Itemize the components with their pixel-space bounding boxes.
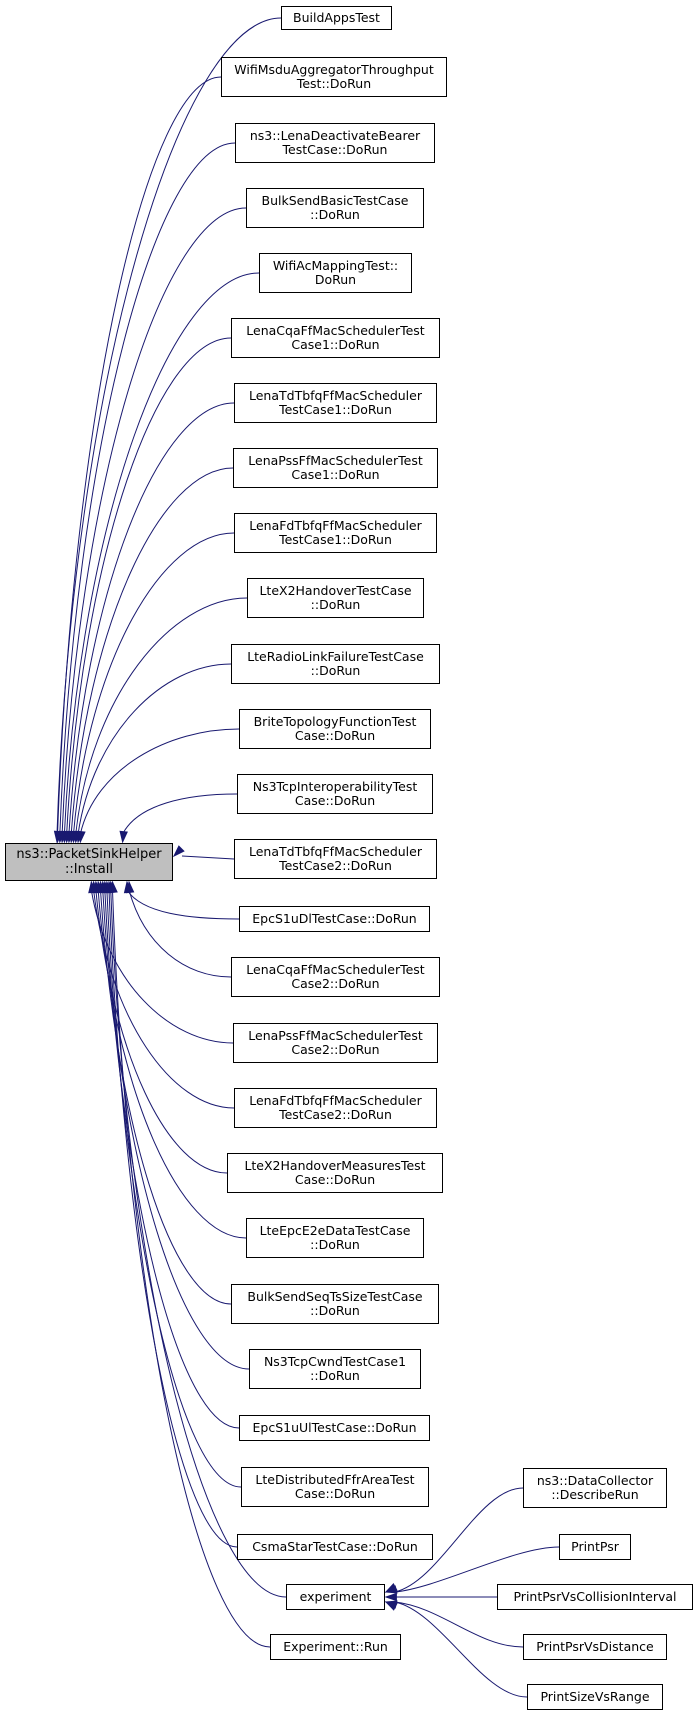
node-epc-s1u-dl-test-case-dorun[interactable]: EpcS1uDlTestCase::DoRun xyxy=(239,906,430,932)
node-ns3-tcp-cwnd-test-case1-dorun[interactable]: Ns3TcpCwndTestCase1 ::DoRun xyxy=(249,1349,421,1389)
node-lena-cqa-ff-mac-scheduler-test-case2-dorun[interactable]: LenaCqaFfMacSchedulerTest Case2::DoRun xyxy=(231,957,440,997)
node-label: PrintPsrVsDistance xyxy=(536,1639,654,1654)
experiment-caller-edge xyxy=(394,1487,524,1593)
node-ns3-tcp-interoperability-test-case-dorun[interactable]: Ns3TcpInteroperabilityTest Case::DoRun xyxy=(237,774,433,814)
node-label: Ns3TcpCwndTestCase1 ::DoRun xyxy=(263,1354,407,1383)
node-bulk-send-basic-test-case-dorun[interactable]: BulkSendBasicTestCase ::DoRun xyxy=(246,188,424,228)
caller-edge xyxy=(128,889,232,978)
node-label: PrintPsrVsCollisionInterval xyxy=(513,1589,677,1604)
caller-edge xyxy=(104,889,240,1429)
arrow-head xyxy=(109,880,118,894)
node-lena-cqa-ff-mac-scheduler-test-case1-dorun[interactable]: LenaCqaFfMacSchedulerTest Case1::DoRun xyxy=(231,318,440,358)
node-label: LenaPssFfMacSchedulerTest Case2::DoRun xyxy=(248,1028,423,1057)
node-label: EpcS1uDlTestCase::DoRun xyxy=(252,911,417,926)
node-label: experiment xyxy=(299,1589,372,1604)
node-build-apps-test[interactable]: BuildAppsTest xyxy=(281,6,392,30)
caller-edge xyxy=(61,207,247,835)
node-wifi-ac-mapping-test-dorun[interactable]: WifiAcMappingTest:: DoRun xyxy=(259,253,412,293)
node-label: PrintSizeVsRange xyxy=(540,1689,650,1704)
node-label: LteEpcE2eDataTestCase ::DoRun xyxy=(259,1223,411,1252)
node-lena-td-tbfq-ff-mac-scheduler-test-case2-dorun[interactable]: LenaTdTbfqFfMacScheduler TestCase2::DoRu… xyxy=(234,839,437,879)
arrow-head xyxy=(125,880,135,894)
node-label: LteRadioLinkFailureTestCase ::DoRun xyxy=(247,649,424,678)
node-label: ns3::LenaDeactivateBearer TestCase::DoRu… xyxy=(249,128,421,157)
node-label: Ns3TcpInteroperabilityTest Case::DoRun xyxy=(252,779,418,808)
caller-edge xyxy=(72,532,235,835)
node-data-collector-describe-run[interactable]: ns3::DataCollector ::DescribeRun xyxy=(523,1468,667,1508)
experiment-caller-edge xyxy=(394,1601,524,1648)
node-print-psr-vs-collision-interval[interactable]: PrintPsrVsCollisionInterval xyxy=(497,1584,693,1610)
node-label: EpcS1uUlTestCase::DoRun xyxy=(252,1420,417,1435)
node-label: LenaFdTbfqFfMacScheduler TestCase1::DoRu… xyxy=(249,518,422,547)
caller-edge xyxy=(70,467,234,835)
node-lena-pss-ff-mac-scheduler-test-case2-dorun[interactable]: LenaPssFfMacSchedulerTest Case2::DoRun xyxy=(233,1023,438,1063)
caller-edge xyxy=(77,663,232,835)
caller-edge xyxy=(66,337,232,835)
node-label: ns3::DataCollector ::DescribeRun xyxy=(536,1473,654,1502)
node-label: BuildAppsTest xyxy=(293,10,380,25)
node-brite-topology-function-test-case-dorun[interactable]: BriteTopologyFunctionTest Case::DoRun xyxy=(239,709,431,749)
caller-edge xyxy=(111,889,271,1648)
node-lte-x2-handover-test-case-dorun[interactable]: LteX2HandoverTestCase ::DoRun xyxy=(247,578,424,618)
node-label: WifiAcMappingTest:: DoRun xyxy=(272,258,399,287)
node-lte-radio-link-failure-test-case-dorun[interactable]: LteRadioLinkFailureTestCase ::DoRun xyxy=(231,644,440,684)
node-label: BulkSendBasicTestCase ::DoRun xyxy=(261,193,409,222)
node-label: BulkSendSeqTsSizeTestCase ::DoRun xyxy=(247,1289,423,1318)
arrow-head xyxy=(119,830,128,844)
node-epc-s1u-ul-test-case-dorun[interactable]: EpcS1uUlTestCase::DoRun xyxy=(239,1415,430,1441)
caller-edge xyxy=(68,402,235,835)
arrow-head xyxy=(172,845,185,858)
caller-edge xyxy=(59,142,236,835)
node-lena-fd-tbfq-ff-mac-scheduler-test-case1-dorun[interactable]: LenaFdTbfqFfMacScheduler TestCase1::DoRu… xyxy=(234,513,437,553)
node-label: LenaFdTbfqFfMacScheduler TestCase2::DoRu… xyxy=(249,1093,422,1122)
node-label: LenaCqaFfMacSchedulerTest Case1::DoRun xyxy=(246,323,425,352)
node-label: LteX2HandoverMeasuresTest Case::DoRun xyxy=(244,1158,426,1187)
node-experiment[interactable]: experiment xyxy=(286,1584,385,1610)
node-label: Experiment::Run xyxy=(283,1639,388,1654)
node-label: LteX2HandoverTestCase ::DoRun xyxy=(259,583,412,612)
node-label: LenaTdTbfqFfMacScheduler TestCase1::DoRu… xyxy=(249,388,422,417)
node-label: LenaCqaFfMacSchedulerTest Case2::DoRun xyxy=(246,962,425,991)
node-print-psr-vs-distance[interactable]: PrintPsrVsDistance xyxy=(523,1634,667,1660)
node-lte-distributed-ffr-area-test-case-dorun[interactable]: LteDistributedFfrAreaTest Case::DoRun xyxy=(241,1467,429,1507)
caller-edge xyxy=(126,889,240,920)
caller-edge xyxy=(75,597,248,835)
arrow-head xyxy=(384,1601,398,1611)
arrow-head xyxy=(384,1585,398,1594)
experiment-caller-edge xyxy=(394,1601,528,1698)
node-label: CsmaStarTestCase::DoRun xyxy=(252,1539,418,1554)
caller-edge xyxy=(79,728,240,835)
node-wifi-msdu-aggregator-throughput-test-dorun[interactable]: WifiMsduAggregatorThroughput Test::DoRun xyxy=(221,57,447,97)
arrow-head xyxy=(77,830,86,844)
node-packet-sink-helper-install: ns3::PacketSinkHelper ::Install xyxy=(5,843,173,881)
node-lena-pss-ff-mac-scheduler-test-case1-dorun[interactable]: LenaPssFfMacSchedulerTest Case1::DoRun xyxy=(233,448,438,488)
node-print-size-vs-range[interactable]: PrintSizeVsRange xyxy=(527,1684,663,1710)
caller-edge xyxy=(99,889,232,1305)
caller-edge xyxy=(181,855,235,860)
node-lena-deactivate-bearer-test-case-dorun[interactable]: ns3::LenaDeactivateBearer TestCase::DoRu… xyxy=(235,123,435,163)
caller-edge xyxy=(57,76,222,835)
arrow-head xyxy=(384,1592,397,1602)
node-lte-epc-e2e-data-test-case-dorun[interactable]: LteEpcE2eDataTestCase ::DoRun xyxy=(246,1218,424,1258)
node-label: LteDistributedFfrAreaTest Case::DoRun xyxy=(255,1472,415,1501)
node-label: ns3::PacketSinkHelper ::Install xyxy=(16,847,162,877)
caller-edge xyxy=(122,793,238,835)
node-lena-td-tbfq-ff-mac-scheduler-test-case1-dorun[interactable]: LenaTdTbfqFfMacScheduler TestCase1::DoRu… xyxy=(234,383,437,423)
node-csma-star-test-case-dorun[interactable]: CsmaStarTestCase::DoRun xyxy=(237,1534,433,1560)
node-lte-x2-handover-measures-test-case-dorun[interactable]: LteX2HandoverMeasuresTest Case::DoRun xyxy=(227,1153,443,1193)
caller-edge xyxy=(63,272,260,835)
caller-edge xyxy=(95,889,228,1174)
node-print-psr[interactable]: PrintPsr xyxy=(559,1534,631,1560)
node-label: LenaTdTbfqFfMacScheduler TestCase2::DoRu… xyxy=(249,844,422,873)
node-label: PrintPsr xyxy=(571,1539,619,1554)
node-lena-fd-tbfq-ff-mac-scheduler-test-case2-dorun[interactable]: LenaFdTbfqFfMacScheduler TestCase2::DoRu… xyxy=(234,1088,437,1128)
node-label: LenaPssFfMacSchedulerTest Case1::DoRun xyxy=(248,453,423,482)
node-experiment-run[interactable]: Experiment::Run xyxy=(270,1634,401,1660)
node-label: WifiMsduAggregatorThroughput Test::DoRun xyxy=(234,62,434,91)
experiment-caller-edge xyxy=(394,1546,560,1593)
node-bulk-send-seq-ts-size-test-case-dorun[interactable]: BulkSendSeqTsSizeTestCase ::DoRun xyxy=(231,1284,439,1324)
node-label: BriteTopologyFunctionTest Case::DoRun xyxy=(253,714,417,743)
